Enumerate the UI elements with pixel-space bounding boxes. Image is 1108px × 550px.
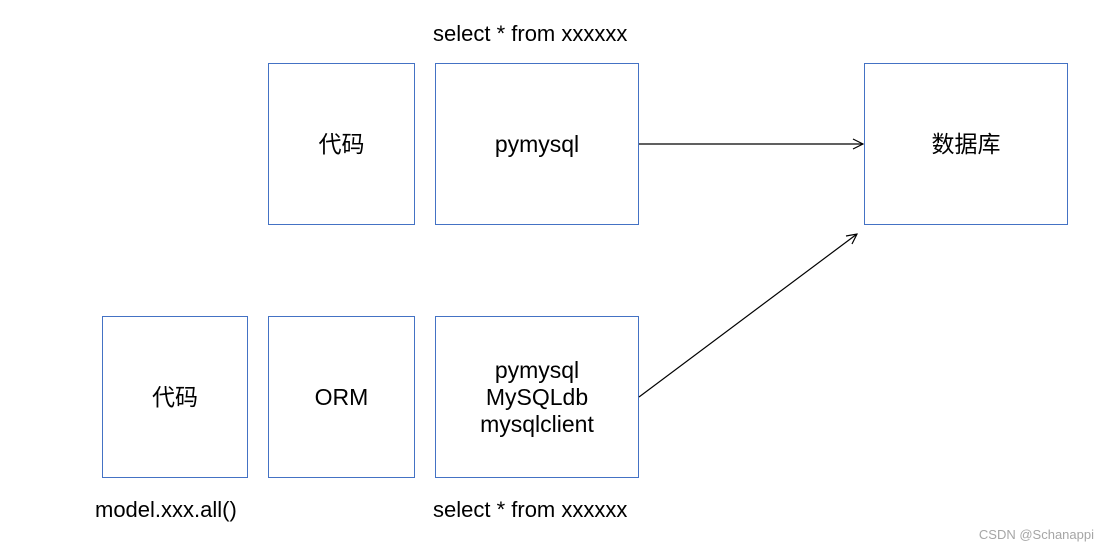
csdn-watermark: CSDN @Schanappi [978, 527, 1094, 542]
bottom-code-caption: model.xxx.all() [95, 497, 237, 522]
top-sql-caption: select * from xxxxxx [433, 21, 628, 46]
database-label: 数据库 [931, 130, 1001, 157]
drivers-to-database-arrow [638, 234, 857, 398]
driver-pymysql-label: pymysql [494, 356, 580, 383]
top-code-label: 代码 [318, 130, 365, 157]
driver-mysqlclient-label: mysqlclient [480, 410, 594, 437]
bottom-code-box: 代码 [102, 316, 248, 478]
bottom-sql-caption: select * from xxxxxx [433, 497, 628, 522]
orm-box: ORM [268, 316, 415, 478]
top-code-box: 代码 [268, 63, 415, 225]
top-pymysql-box: pymysql [435, 63, 639, 225]
driver-mysqldb-label: MySQLdb [485, 383, 589, 410]
bottom-drivers-box: pymysql MySQLdb mysqlclient [435, 316, 639, 478]
database-box: 数据库 [864, 63, 1068, 225]
bottom-code-label: 代码 [152, 383, 198, 410]
orm-label: ORM [314, 383, 369, 410]
top-pymysql-label: pymysql [494, 130, 580, 157]
